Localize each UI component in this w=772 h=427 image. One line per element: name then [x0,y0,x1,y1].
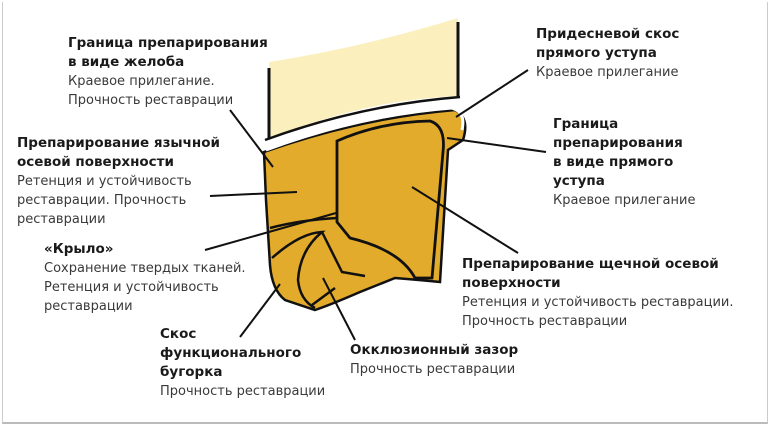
label-note: Прочность реставрации [68,93,234,108]
label-shoulder-margin: Граница препарирования в виде прямого ус… [553,115,695,210]
label-wing: «Крыло» Сохранение твердых тканей. Ретен… [44,240,246,316]
label-title: Граница препарирования [68,35,268,51]
label-note: Ретенция и устойчивость реставрации. [462,295,734,310]
label-note: реставрации [44,299,133,314]
label-occlusal-clearance: Окклюзионный зазор Прочность реставрации [350,341,518,379]
leader-wing [204,212,337,251]
leader-cusp-bevel [239,283,281,338]
label-title: Придесневой скос [536,26,680,42]
label-title: бугорка [160,364,223,380]
label-lingual-axial: Препарирование язычной осевой поверхност… [17,134,220,229]
root-cream [269,18,458,140]
label-title: в виде желоба [68,54,185,70]
label-title: Граница [553,116,619,132]
label-note: Ретенция и устойчивость [17,174,192,189]
label-title: Окклюзионный зазор [350,342,519,358]
label-title: «Крыло» [44,241,114,257]
label-groove-margin: Граница препарирования в виде желоба Кра… [68,34,268,110]
leader-lines [204,69,547,341]
label-note: Краевое прилегание. [68,74,215,89]
label-note: реставрации [17,212,106,227]
label-gingival-bevel: Придесневой скос прямого уступа Краевое … [536,25,679,82]
label-title: Скос [160,326,197,342]
label-note: Прочность реставрации [160,384,326,399]
label-title: препарирования [553,135,683,151]
label-title: в виде прямого [553,154,674,170]
label-title: прямого уступа [536,45,657,61]
label-note: Краевое прилегание [553,193,696,208]
leader-groove-margin [229,109,274,168]
gingival-line [264,95,461,142]
shoulder-band [265,106,465,152]
label-note: Ретенция и устойчивость [44,280,219,295]
label-functional-cusp-bevel: Скос функционального бугорка Прочность р… [160,325,325,401]
label-note: Прочность реставрации [350,362,516,377]
leader-gingival-bevel [455,69,529,118]
label-title: уступа [553,173,605,189]
label-title: Препарирование язычной [17,135,220,151]
cusp-lobe-inner [320,231,366,278]
label-note: Сохранение твердых тканей. [44,261,246,276]
label-title: функционального [160,345,302,361]
cusp-lobe-outer [271,230,326,310]
leader-shoulder-margin [446,137,547,153]
label-title: Препарирование щечной осевой [462,256,719,272]
label-title: осевой поверхности [17,154,174,170]
label-note: Прочность реставрации [462,314,628,329]
leader-lingual-axial [209,191,298,197]
cusp-bevel [311,286,336,307]
leader-buccal-axial [411,186,519,254]
label-title: поверхности [462,275,561,291]
leader-occlusal-clearance [322,277,356,341]
label-note: реставрации. Прочность [17,193,187,208]
label-buccal-axial: Препарирование щечной осевой поверхности… [462,255,734,331]
buccal-box [335,119,445,280]
wing-ridge [269,216,338,230]
label-note: Краевое прилегание [536,65,679,80]
